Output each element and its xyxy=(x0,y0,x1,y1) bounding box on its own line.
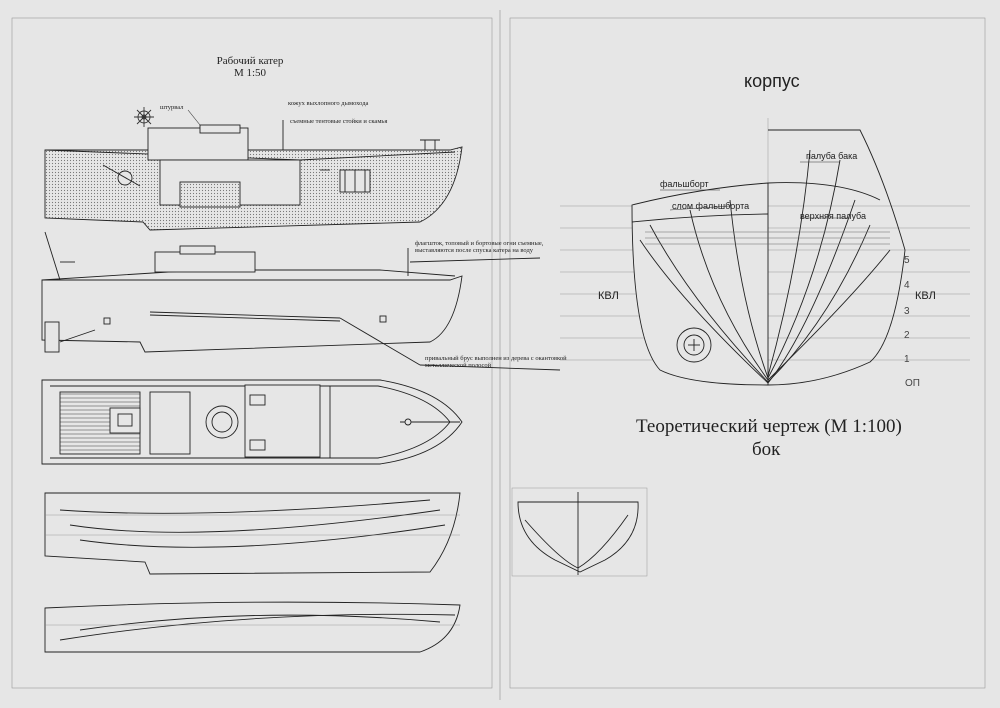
hull-lines-profile xyxy=(44,492,461,575)
longitudinal-section xyxy=(44,120,463,231)
waterline-5: 5 xyxy=(904,255,910,266)
side-view xyxy=(41,231,561,371)
waterline-3: 3 xyxy=(904,306,910,317)
label-exhaust: кожух выхлопного дымохода xyxy=(288,100,369,107)
title-line2: М 1:50 xyxy=(233,67,267,80)
label-posts: съемные тентовые стойки и скамья xyxy=(290,118,388,125)
waterline-1: 1 xyxy=(904,354,910,365)
hull-lines-plan xyxy=(44,601,461,653)
caption-line2: бок xyxy=(752,439,781,460)
note-fender: привальный брус выполнен из дерева с ока… xyxy=(425,355,567,370)
leader-lines xyxy=(187,109,850,219)
title-line1: Рабочий катер xyxy=(216,55,284,67)
plan-view xyxy=(41,379,463,465)
caption-line1: Теоретический чертеж (М 1:100) xyxy=(636,416,902,437)
waterline-2: 2 xyxy=(904,330,910,341)
label-bulwark-break: слом фальшборта xyxy=(672,201,750,211)
label-wheel: штурвал xyxy=(160,104,184,111)
label-forecastle-deck: палуба бака xyxy=(806,151,858,161)
label-upper-deck: верхняя палуба xyxy=(800,211,866,221)
waterline-4: 4 xyxy=(904,280,910,291)
steering-wheel-icon xyxy=(134,107,154,127)
sheet-frame xyxy=(11,10,986,700)
midship-section xyxy=(511,487,648,577)
body-plan xyxy=(560,118,970,386)
label-op: ОП xyxy=(905,378,920,389)
label-kvl-right: КВЛ xyxy=(915,290,936,302)
heading-korpus: корпус xyxy=(744,71,800,91)
label-kvl-left: КВЛ xyxy=(598,290,619,302)
note-flagpole: флагшток, топовый и бортовые огни съемны… xyxy=(415,240,544,255)
label-bulwark: фальшборт xyxy=(660,179,709,189)
drawing-title: Рабочий катер М 1:50 xyxy=(205,55,295,79)
